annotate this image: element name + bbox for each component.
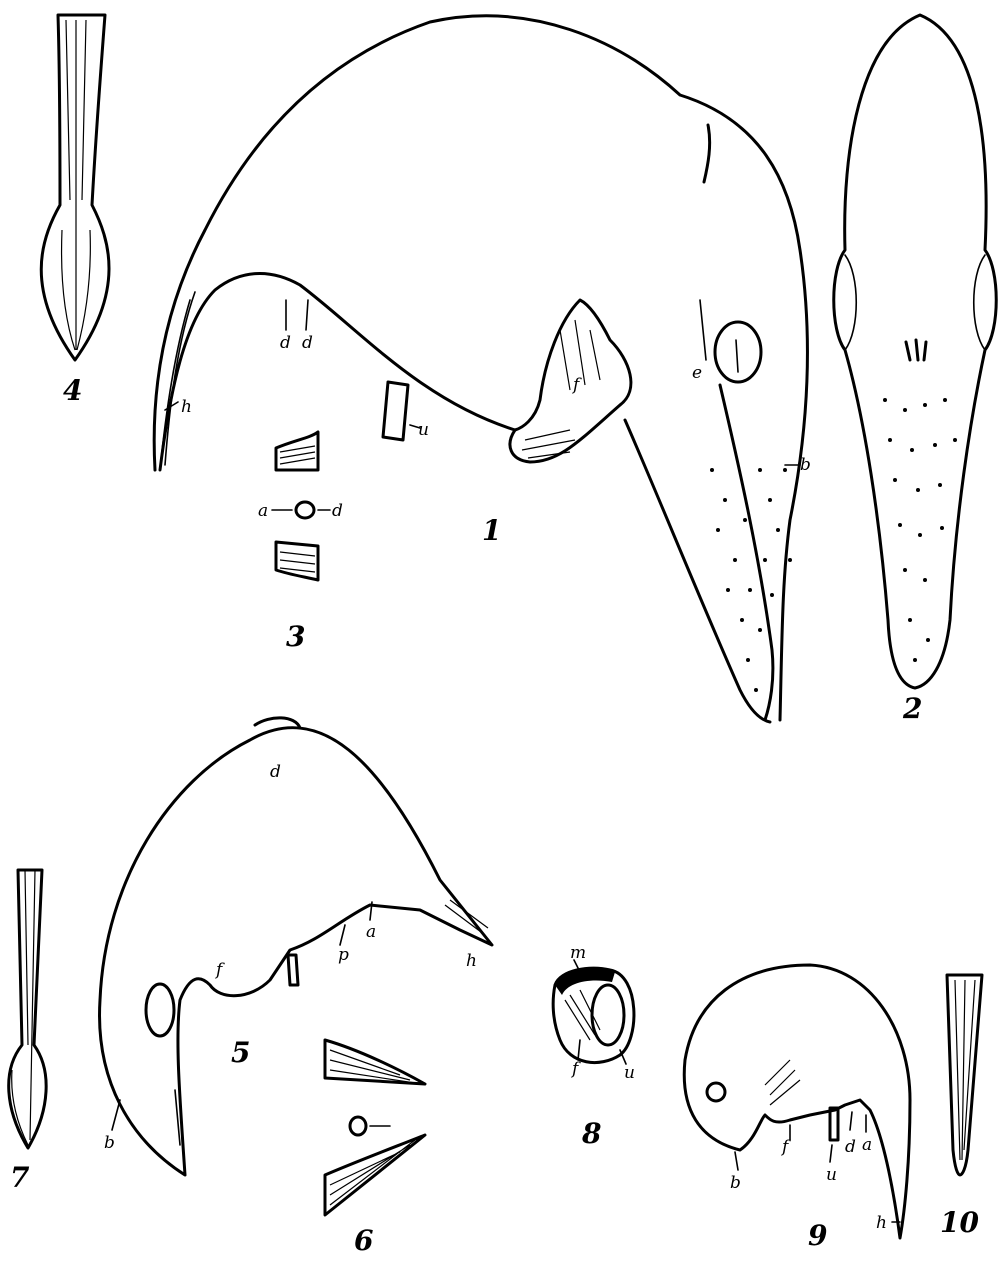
- fig5-label-a: a: [366, 922, 376, 942]
- fig9-eye: [707, 1083, 725, 1101]
- figure-9-drawing: [684, 965, 910, 1238]
- fig5-label-d: d: [270, 762, 281, 782]
- figure-4-number: 4: [63, 374, 82, 407]
- fig8-label-u: u: [624, 1063, 635, 1083]
- fig9-label-a: a: [862, 1135, 872, 1155]
- fig9-label-b: b: [730, 1173, 741, 1193]
- fig9-label-h: h: [876, 1213, 887, 1233]
- figure-7-number: 7: [10, 1161, 30, 1194]
- fig1-dorsal-outline: [154, 16, 807, 720]
- fig1-stipple: [710, 468, 792, 692]
- fig2-outline: [834, 15, 997, 688]
- fig8-label-m: m: [570, 943, 586, 963]
- figure-5-drawing: [100, 718, 492, 1175]
- fig5-eye: [146, 984, 174, 1036]
- fig6-lower-band: [325, 1135, 425, 1215]
- figure-2-number: 2: [902, 692, 922, 725]
- figure-1-number: 1: [482, 514, 501, 547]
- figure-1-drawing: [154, 16, 807, 722]
- figure-2-drawing: [834, 15, 997, 688]
- figure-6-number: 6: [354, 1224, 373, 1257]
- fig1-label-b: b: [800, 455, 811, 475]
- fig8-ball: [592, 985, 624, 1045]
- fig1-label-d-first: d: [280, 333, 291, 353]
- fig6-ring: [350, 1117, 366, 1135]
- fig2-stipple: [883, 398, 957, 662]
- fig1-foot: [510, 300, 631, 462]
- fig5-label-h: h: [466, 951, 477, 971]
- fig9-tube: [830, 1108, 838, 1140]
- fig1-label-u: u: [418, 420, 429, 440]
- figure-10-drawing: [947, 975, 982, 1175]
- fig3-label-a: a: [258, 501, 268, 521]
- figure-8-number: 8: [581, 1117, 601, 1150]
- figure-5-number: 5: [231, 1036, 250, 1069]
- figure-9-number: 9: [808, 1219, 827, 1252]
- fig1-head-outline: [625, 420, 770, 722]
- fig5-tube: [288, 955, 298, 985]
- fig1-label-h: h: [181, 397, 192, 417]
- fig1-tail-spine: [160, 292, 195, 470]
- figure-4-drawing: [41, 15, 109, 360]
- fig1-label-e: e: [692, 363, 702, 383]
- figure-3-drawing: [272, 432, 330, 580]
- fig9-label-d: d: [845, 1137, 856, 1157]
- fig4-outline: [41, 15, 109, 360]
- figure-8-drawing: [553, 960, 634, 1064]
- fig5-label-b: b: [104, 1133, 115, 1153]
- figure-3-number: 3: [286, 620, 305, 653]
- fig5-outline: [100, 728, 492, 1175]
- fig3-lower-band: [276, 542, 318, 580]
- figure-6-drawing: [325, 1040, 425, 1215]
- fig1-tube-u: [383, 382, 408, 440]
- fig1-ventral-outline: [160, 274, 515, 470]
- figure-7-drawing: [9, 870, 46, 1148]
- fig3-label-d: d: [332, 501, 343, 521]
- fig1-eye: [715, 322, 761, 382]
- fig5-label-p: p: [338, 945, 349, 965]
- fig5-label-f: f: [214, 960, 225, 980]
- figure-10-number: 10: [940, 1206, 979, 1239]
- fig3-ring: [296, 502, 314, 518]
- fig9-label-u: u: [826, 1165, 837, 1185]
- fig8-label-f: f: [570, 1059, 581, 1079]
- fig1-label-f: f: [571, 375, 582, 395]
- fig1-label-d-second: d: [302, 333, 313, 353]
